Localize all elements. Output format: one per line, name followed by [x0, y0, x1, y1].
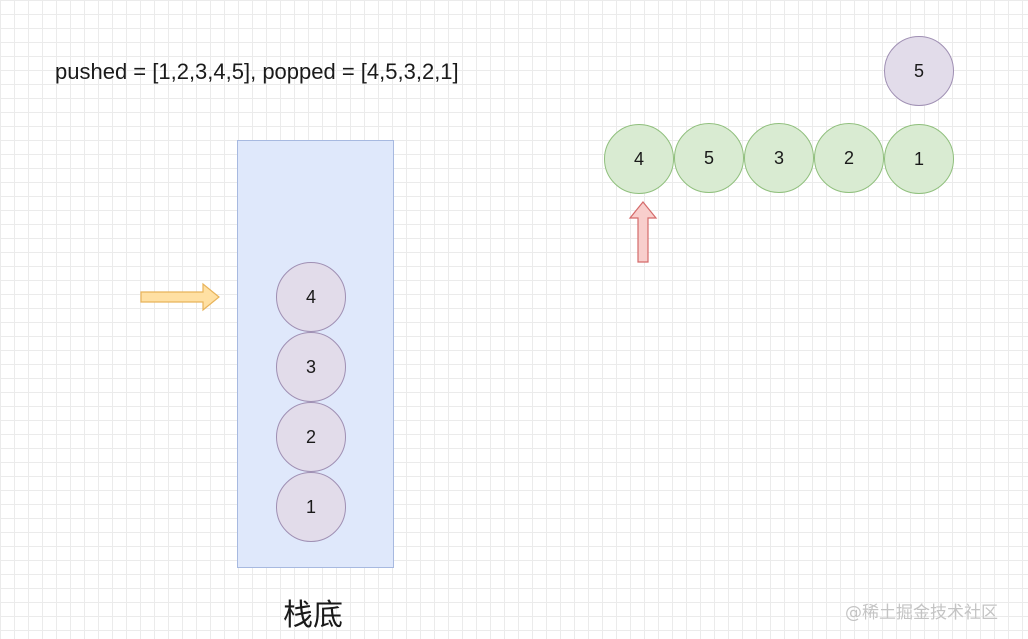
watermark: @稀土掘金技术社区 [845, 603, 998, 623]
stack-item: 4 [276, 262, 346, 332]
stack-item: 1 [276, 472, 346, 542]
stack-item: 2 [276, 402, 346, 472]
popped-item: 4 [604, 124, 674, 194]
popped-item: 3 [744, 123, 814, 193]
popped-item: 5 [674, 123, 744, 193]
popped-item: 2 [814, 123, 884, 193]
stack-item: 3 [276, 332, 346, 402]
pointer-arrow-icon [628, 201, 658, 263]
stack-bottom-label: 栈底 [283, 598, 343, 633]
popped-item: 1 [884, 124, 954, 194]
push-arrow-icon [140, 282, 220, 312]
problem-statement: pushed = [1,2,3,4,5], popped = [4,5,3,2,… [55, 59, 459, 84]
pending-value: 5 [884, 36, 954, 106]
